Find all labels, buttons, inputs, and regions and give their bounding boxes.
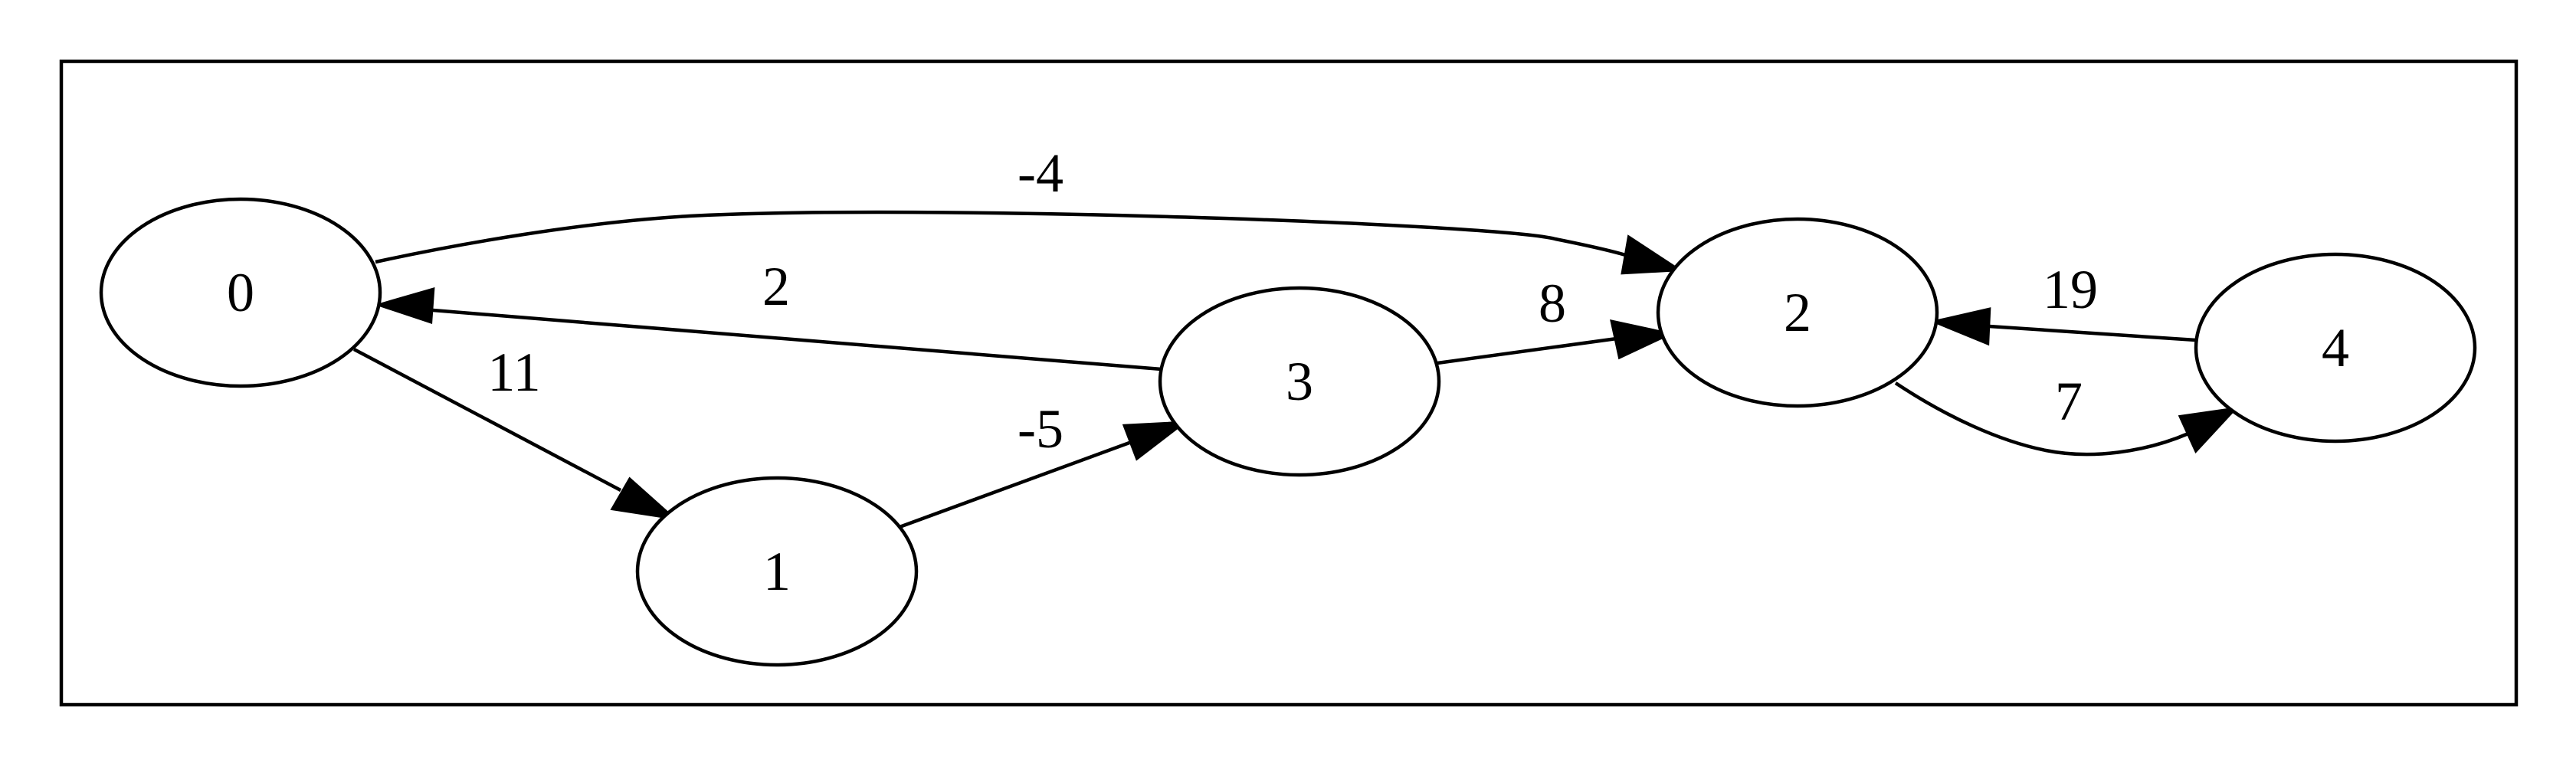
node-2: 2 bbox=[1656, 217, 1939, 408]
edge-label: 7 bbox=[2055, 371, 2083, 432]
edge-arrowhead bbox=[1122, 421, 1189, 461]
node-ellipse bbox=[1158, 286, 1441, 477]
node-0: 0 bbox=[99, 197, 382, 388]
edge-label: -4 bbox=[1018, 142, 1064, 204]
edge-arrowhead bbox=[610, 476, 679, 521]
edge-arrowhead bbox=[1621, 234, 1683, 275]
node-label: 4 bbox=[2322, 317, 2349, 378]
edge-1-to-3: -5 bbox=[899, 398, 1189, 529]
edge-label: 19 bbox=[2043, 259, 2098, 320]
node-label: 2 bbox=[1784, 282, 1811, 343]
edge-label: -5 bbox=[1018, 398, 1064, 460]
node-ellipse bbox=[2194, 252, 2477, 444]
edge-arrowhead bbox=[1929, 307, 1991, 346]
edge-arrowhead bbox=[2178, 406, 2239, 454]
edge-label: 11 bbox=[487, 342, 540, 403]
graph-cluster-frame bbox=[59, 59, 2519, 707]
edge-label: 8 bbox=[1539, 273, 1566, 334]
edge-line bbox=[1437, 336, 1617, 365]
edge-line bbox=[1894, 381, 2189, 457]
edge-3-to-0: 2 bbox=[374, 256, 1162, 372]
node-3: 3 bbox=[1158, 286, 1441, 477]
edge-line bbox=[1988, 324, 2197, 342]
node-ellipse bbox=[99, 197, 382, 388]
node-label: 1 bbox=[763, 541, 791, 602]
edge-line bbox=[899, 440, 1130, 529]
node-4: 4 bbox=[2194, 252, 2477, 444]
edge-4-to-2: 19 bbox=[1929, 259, 2197, 346]
edge-3-to-2: 8 bbox=[1437, 273, 1674, 365]
edge-2-to-4: 7 bbox=[1894, 371, 2239, 457]
node-1: 1 bbox=[635, 476, 919, 667]
edge-line bbox=[352, 348, 622, 492]
edge-label: 2 bbox=[762, 256, 790, 317]
edge-arrowhead bbox=[374, 286, 435, 325]
edge-line bbox=[375, 210, 1629, 264]
node-ellipse bbox=[1656, 217, 1939, 408]
edge-0-to-1: 11 bbox=[352, 342, 679, 521]
edge-0-to-2: -4 bbox=[375, 142, 1683, 275]
edge-arrowhead bbox=[1610, 319, 1674, 360]
node-ellipse bbox=[635, 476, 919, 667]
node-label: 3 bbox=[1286, 351, 1313, 412]
edge-line bbox=[432, 308, 1162, 372]
node-label: 0 bbox=[227, 262, 254, 323]
